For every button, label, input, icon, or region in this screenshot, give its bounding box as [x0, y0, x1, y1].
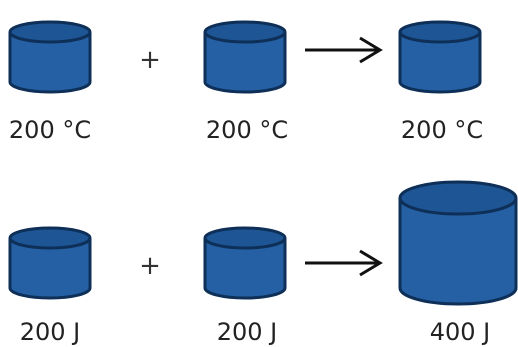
cylinder-icon	[8, 226, 92, 300]
energy-label-left: 200 J	[19, 318, 81, 346]
right-arrow-icon	[305, 249, 383, 277]
right-arrow-icon	[305, 36, 383, 64]
cylinder-icon	[203, 226, 287, 300]
cylinder-icon	[8, 20, 92, 94]
plus-sign: +	[139, 45, 161, 75]
energy-label-result: 400 J	[429, 318, 491, 346]
temperature-label-middle: 200 °C	[205, 116, 289, 144]
cylinder-icon	[398, 20, 482, 94]
temperature-label-left: 200 °C	[8, 116, 92, 144]
energy-label-middle: 200 J	[216, 318, 278, 346]
cylinder-icon	[203, 20, 287, 94]
plus-sign: +	[139, 251, 161, 281]
temperature-label-result: 200 °C	[400, 116, 484, 144]
large-cylinder-icon	[398, 180, 518, 306]
